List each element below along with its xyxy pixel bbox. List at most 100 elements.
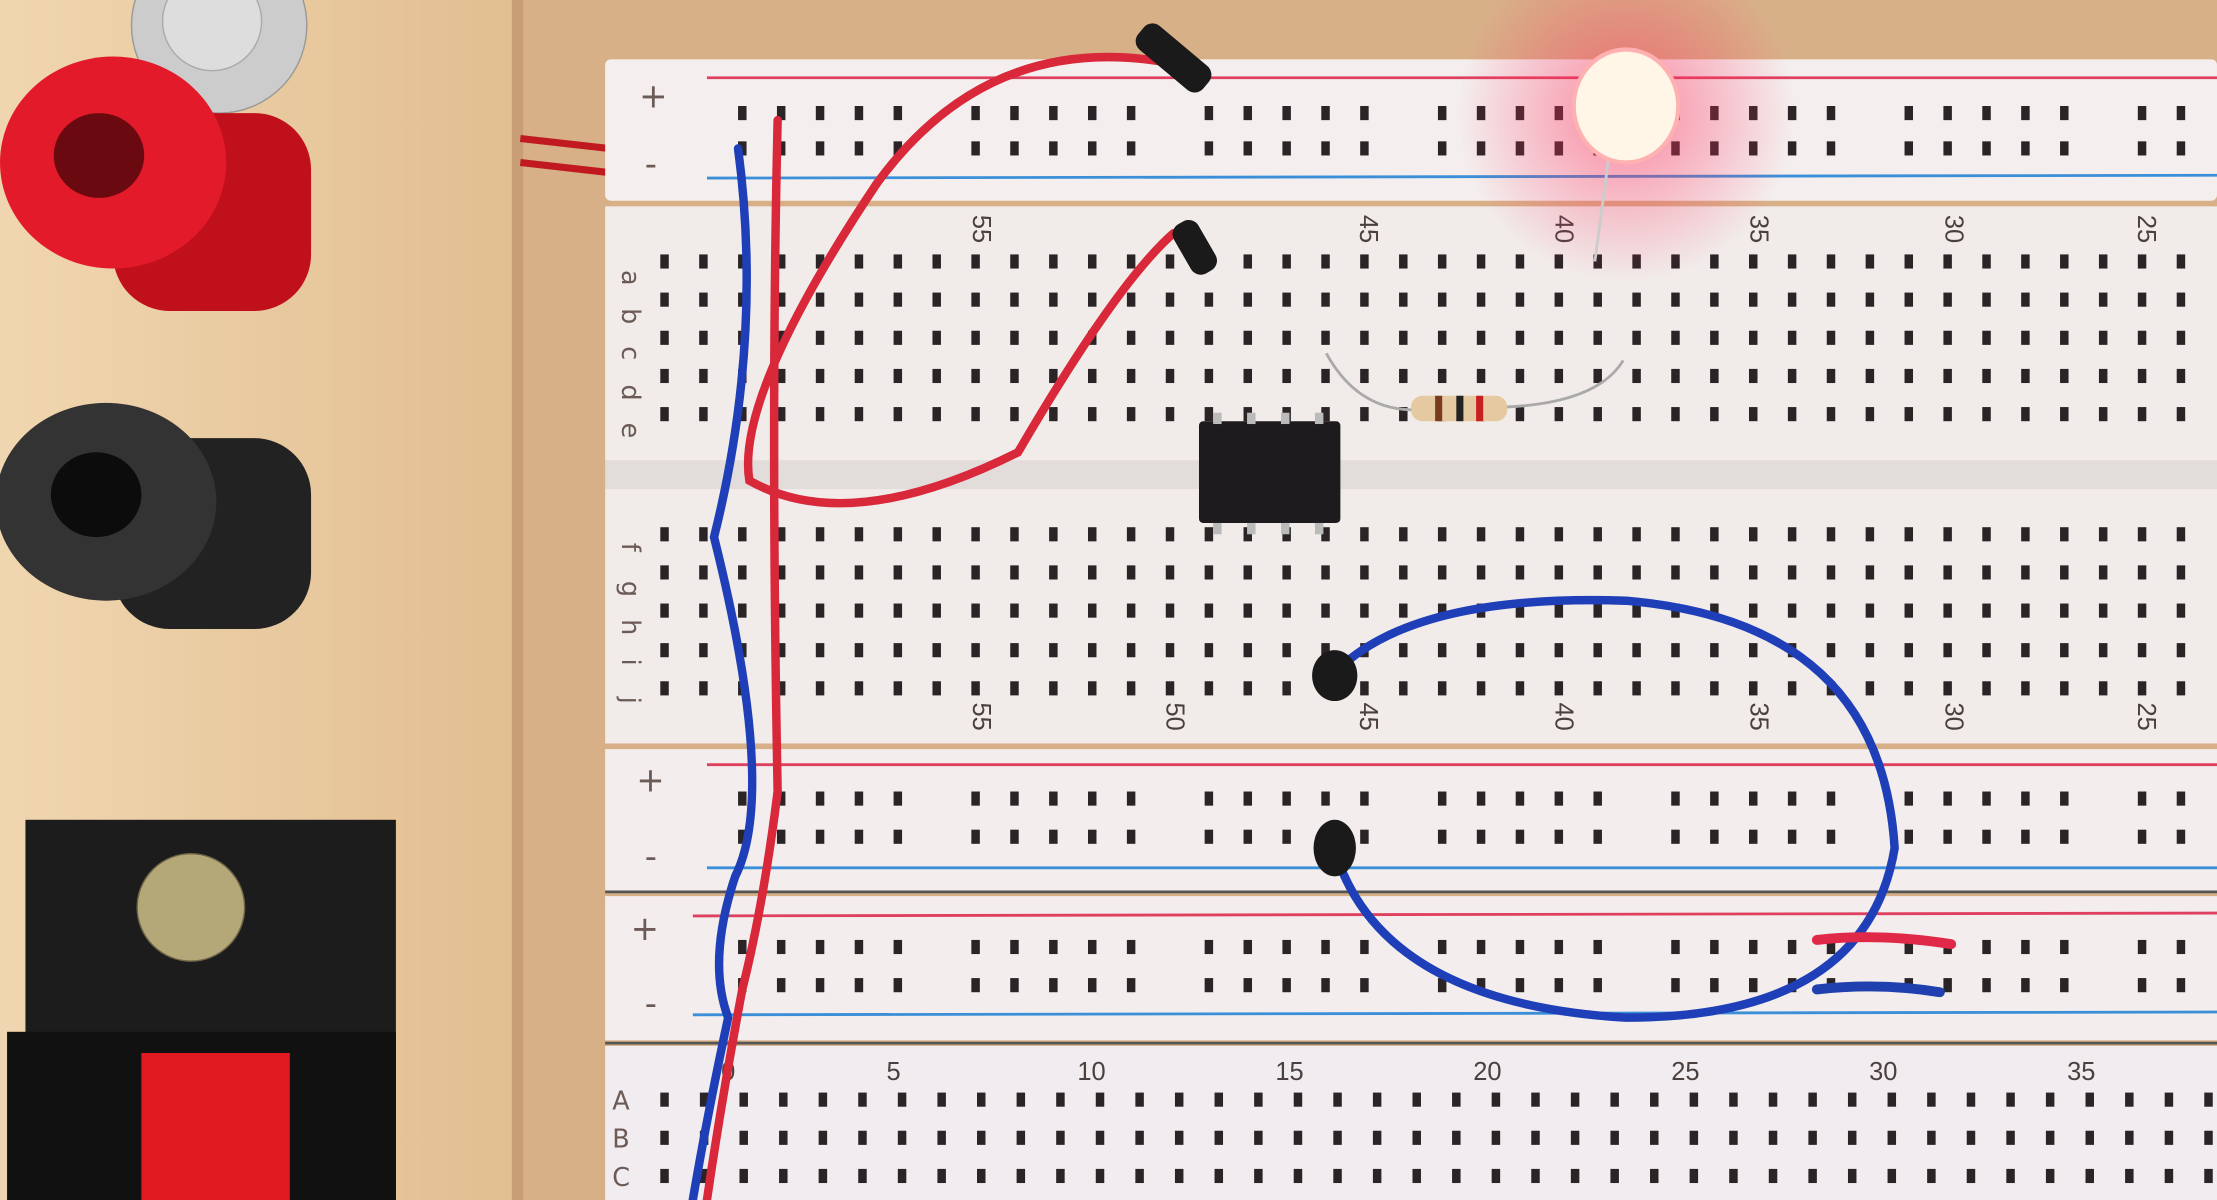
breadboard-hole[interactable] [1321,603,1330,618]
breadboard-hole[interactable] [1049,603,1058,618]
breadboard-hole[interactable] [1671,527,1680,542]
breadboard-hole[interactable] [2021,527,2030,542]
breadboard-hole[interactable] [1282,603,1291,618]
breadboard-hole[interactable] [699,603,708,618]
led[interactable] [1571,47,1681,262]
breadboard-hole[interactable] [1165,368,1175,384]
breadboard-hole[interactable] [1282,141,1291,156]
breadboard-hole[interactable] [660,1168,669,1184]
breadboard-hole[interactable] [2176,330,2186,345]
breadboard-hole[interactable] [1748,527,1758,542]
breadboard-hole[interactable] [776,643,786,658]
breadboard-hole[interactable] [660,1130,669,1145]
breadboard-hole[interactable] [1437,330,1447,345]
breadboard-hole[interactable] [932,681,941,696]
breadboard-hole[interactable] [1126,643,1136,658]
breadboard-hole[interactable] [1321,939,1330,955]
breadboard-hole[interactable] [660,292,669,307]
breadboard-hole[interactable] [1174,1168,1184,1184]
breadboard-hole[interactable] [1243,106,1253,121]
breadboard-hole[interactable] [1570,1168,1580,1184]
breadboard-hole[interactable] [1165,254,1175,269]
breadboard-hole[interactable] [1787,254,1797,269]
breadboard-hole[interactable] [1748,978,1758,993]
breadboard-hole[interactable] [660,643,669,658]
breadboard-hole[interactable] [2137,368,2147,384]
breadboard-hole[interactable] [1904,254,1914,269]
breadboard-hole[interactable] [2098,368,2108,384]
breadboard-hole[interactable] [1729,1168,1738,1184]
breadboard-hole[interactable] [2021,368,2030,384]
breadboard-hole[interactable] [699,330,708,345]
breadboard-hole[interactable] [1204,603,1214,618]
blue-short-jumper[interactable] [1811,981,1945,998]
breadboard-hole[interactable] [815,368,825,384]
breadboard-hole[interactable] [2176,978,2186,993]
breadboard-hole[interactable] [815,978,825,993]
breadboard-hole[interactable] [1554,791,1564,806]
breadboard-hole[interactable] [1632,603,1641,618]
breadboard-hole[interactable] [2176,407,2186,422]
breadboard-hole[interactable] [1671,643,1680,658]
breadboard-hole[interactable] [1360,141,1369,156]
breadboard-hole[interactable] [1049,368,1058,384]
breadboard-hole[interactable] [2137,603,2147,618]
breadboard-hole[interactable] [1887,1168,1897,1184]
breadboard-hole[interactable] [971,368,980,384]
breadboard-hole[interactable] [2137,643,2147,658]
breadboard-hole[interactable] [1671,368,1680,384]
breadboard-hole[interactable] [1437,106,1447,121]
breadboard-hole[interactable] [776,978,786,993]
breadboard-hole[interactable] [2137,978,2147,993]
breadboard-hole[interactable] [1554,829,1564,844]
breadboard-hole[interactable] [1943,603,1952,618]
breadboard-hole[interactable] [1748,330,1758,345]
breadboard-hole[interactable] [1087,829,1097,844]
breadboard-hole[interactable] [1372,1130,1382,1145]
breadboard-hole[interactable] [1282,106,1291,121]
breadboard-hole[interactable] [2137,565,2147,580]
breadboard-hole[interactable] [1943,681,1952,696]
red-short-jumper[interactable] [1811,932,1957,950]
breadboard-hole[interactable] [1204,407,1214,422]
breadboard-hole[interactable] [1243,681,1253,696]
breadboard-hole[interactable] [738,106,747,121]
blue-jumper-wire[interactable] [1331,595,1899,1022]
breadboard-hole[interactable] [1476,978,1486,993]
breadboard-hole[interactable] [1126,527,1136,542]
breadboard-hole[interactable] [1671,681,1680,696]
breadboard-hole[interactable] [776,939,786,955]
breadboard-hole[interactable] [1243,939,1253,955]
breadboard-hole[interactable] [1826,254,1836,269]
breadboard-hole[interactable] [738,565,747,580]
breadboard-hole[interactable] [1787,368,1797,384]
breadboard-hole[interactable] [699,292,708,307]
breadboard-hole[interactable] [1593,603,1602,618]
breadboard-hole[interactable] [1126,407,1136,422]
breadboard-hole[interactable] [1847,1130,1857,1145]
breadboard-hole[interactable] [1135,1092,1144,1107]
breadboard-hole[interactable] [1632,565,1641,580]
breadboard-hole[interactable] [1010,407,1019,422]
breadboard-hole[interactable] [2021,292,2030,307]
breadboard-hole[interactable] [1904,527,1914,542]
breadboard-hole[interactable] [1610,1168,1619,1184]
breadboard-hole[interactable] [1982,106,1991,121]
breadboard-hole[interactable] [699,254,708,269]
breadboard-hole[interactable] [1515,527,1525,542]
breadboard-hole[interactable] [2137,791,2147,806]
breadboard-hole[interactable] [1010,330,1019,345]
breadboard-hole[interactable] [1904,330,1914,345]
breadboard-hole[interactable] [854,527,864,542]
breadboard-hole[interactable] [1049,829,1058,844]
breadboard-hole[interactable] [779,1092,788,1107]
breadboard-hole[interactable] [897,1092,907,1107]
breadboard-hole[interactable] [776,106,786,121]
breadboard-hole[interactable] [893,681,903,696]
breadboard-hole[interactable] [971,330,980,345]
breadboard-hole[interactable] [1610,1092,1619,1107]
breadboard-hole[interactable] [2164,1168,2174,1184]
breadboard-hole[interactable] [1515,330,1525,345]
breadboard-hole[interactable] [699,368,708,384]
breadboard-hole[interactable] [1887,1130,1897,1145]
